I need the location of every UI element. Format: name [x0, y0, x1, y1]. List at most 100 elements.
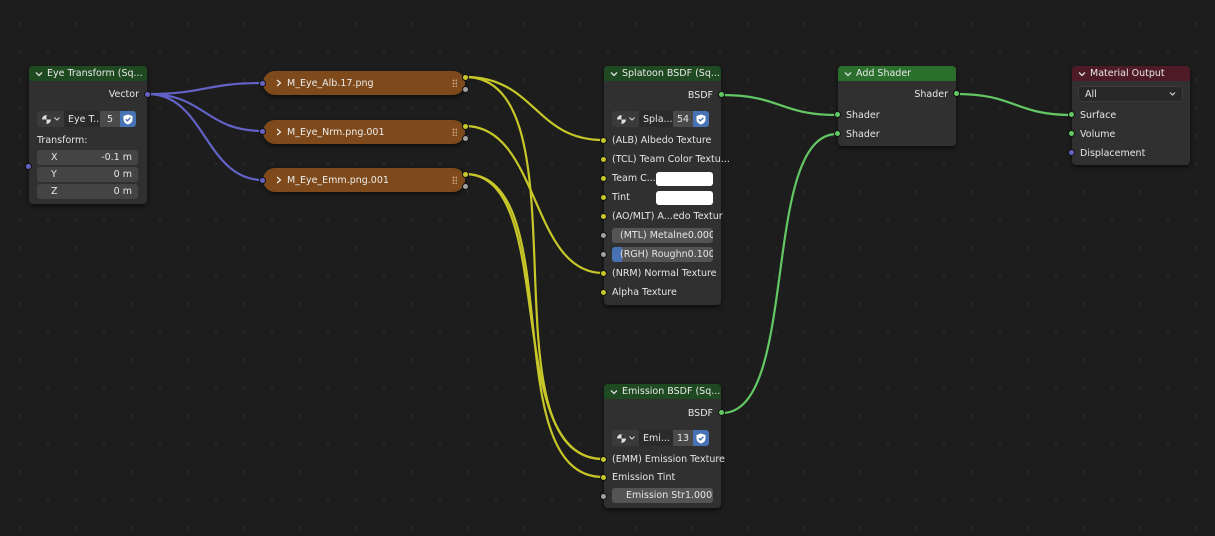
- fake-user-shield-icon[interactable]: [120, 111, 136, 127]
- emm-vector-in-socket[interactable]: [259, 177, 266, 184]
- chevron-right-icon[interactable]: [275, 128, 282, 136]
- volume-input-row: Volume: [1072, 126, 1190, 142]
- add-shader-in2-socket[interactable]: [834, 130, 841, 137]
- image-node-emm[interactable]: M_Eye_Emm.png.001: [263, 168, 465, 192]
- roughness-in-socket[interactable]: [600, 251, 607, 258]
- add-shader-out-socket[interactable]: [953, 90, 960, 97]
- alb-color-out-socket[interactable]: [462, 74, 469, 81]
- target-select[interactable]: All: [1078, 86, 1183, 102]
- link-emission-add: [721, 132, 838, 415]
- displacement-in-socket[interactable]: [1068, 149, 1075, 156]
- input-team-color-label: (TCL) Team Color Textu...: [612, 153, 730, 165]
- image-node-nrm-label: M_Eye_Nrm.png.001: [287, 126, 385, 138]
- emm-color-out-socket[interactable]: [462, 171, 469, 178]
- metalness-in-socket[interactable]: [600, 232, 607, 239]
- tint-in-socket[interactable]: [600, 194, 607, 201]
- node-tree-browse-icon[interactable]: [37, 111, 64, 127]
- datablock-users[interactable]: 13: [673, 430, 693, 446]
- eye-transform-header[interactable]: Eye Transform (Sq...: [29, 66, 147, 81]
- albedo-in-socket[interactable]: [600, 137, 607, 144]
- nrm-color-out-socket[interactable]: [462, 123, 469, 130]
- eye-transform-input-socket[interactable]: [25, 163, 32, 170]
- tint-color-swatch[interactable]: [656, 191, 713, 205]
- metalness-field[interactable]: (MTL) Metalne 0.000: [612, 228, 713, 243]
- alpha-in-socket[interactable]: [600, 289, 607, 296]
- material-output-node[interactable]: Material Output All Surface Volume Displ…: [1072, 66, 1190, 165]
- fake-user-shield-icon[interactable]: [693, 430, 709, 446]
- vector-output-label: Vector: [108, 88, 139, 100]
- emission-tint-in-socket[interactable]: [600, 474, 607, 481]
- alb-vector-in-socket[interactable]: [259, 80, 266, 87]
- datablock-name[interactable]: Spla...: [639, 111, 673, 127]
- chevron-down-icon[interactable]: [610, 388, 618, 396]
- splatoon-bsdf-title: Splatoon BSDF (Sq...: [622, 68, 720, 79]
- input-ao-mlt: (AO/MLT) A...edo Textur: [604, 208, 723, 224]
- image-node-alb[interactable]: M_Eye_Alb.17.png: [263, 71, 465, 95]
- nrm-vector-in-socket[interactable]: [259, 128, 266, 135]
- chevron-right-icon[interactable]: [275, 176, 282, 184]
- add-shader-in1-socket[interactable]: [834, 111, 841, 118]
- alb-alpha-out-socket[interactable]: [462, 86, 469, 93]
- emission-bsdf-node[interactable]: Emission BSDF (Sq... BSDF Emi... 13 (EMM…: [604, 384, 725, 508]
- volume-in-socket[interactable]: [1068, 130, 1075, 137]
- fake-user-shield-icon[interactable]: [693, 111, 709, 127]
- bsdf-output-label: BSDF: [687, 89, 713, 101]
- vector-output-socket[interactable]: [144, 91, 151, 98]
- image-node-nrm[interactable]: M_Eye_Nrm.png.001: [263, 120, 465, 144]
- add-shader-input1-label: Shader: [846, 109, 880, 121]
- link-nrm-normal: [464, 124, 604, 275]
- input-tint-label: Tint: [612, 191, 630, 203]
- eye-transform-vector-output: Vector: [29, 86, 147, 102]
- nrm-alpha-out-socket[interactable]: [462, 135, 469, 142]
- chevron-down-icon[interactable]: [35, 70, 43, 78]
- datablock-name[interactable]: Eye T...: [64, 111, 100, 127]
- link-emm-emission-tint: [464, 172, 604, 479]
- input-albedo-label: (ALB) Albedo Texture: [612, 134, 712, 146]
- team-color-in-socket[interactable]: [600, 156, 607, 163]
- splatoon-bsdf-node[interactable]: Splatoon BSDF (Sq... BSDF Spla... 54 (AL…: [604, 66, 730, 305]
- emission-bsdf-out-socket[interactable]: [718, 409, 725, 416]
- add-shader-node[interactable]: Add Shader Shader Shader Shader: [838, 66, 956, 146]
- chevron-right-icon[interactable]: [275, 79, 282, 87]
- team-color-swatch[interactable]: [656, 172, 713, 186]
- link-splatoon-add: [721, 93, 838, 117]
- emission-datablock[interactable]: Emi... 13: [612, 430, 709, 446]
- input-emission-texture: (EMM) Emission Texture: [604, 451, 725, 467]
- link-alb-emission-tex: [464, 75, 604, 461]
- roughness-field[interactable]: (RGH) Roughn 0.100: [612, 247, 713, 262]
- material-output-header[interactable]: Material Output: [1072, 66, 1190, 81]
- datablock-users[interactable]: 54: [673, 111, 693, 127]
- splatoon-bsdf-out-socket[interactable]: [718, 91, 725, 98]
- team-c-in-socket[interactable]: [600, 175, 607, 182]
- emm-alpha-out-socket[interactable]: [462, 183, 469, 190]
- transform-z-field[interactable]: Z 0 m: [37, 184, 138, 199]
- node-tree-browse-icon[interactable]: [612, 430, 639, 446]
- surface-in-socket[interactable]: [1068, 111, 1075, 118]
- emission-strength-label: Emission Str: [626, 490, 685, 501]
- datablock-name[interactable]: Emi...: [639, 430, 673, 446]
- eye-transform-node[interactable]: Eye Transform (Sq... Vector Eye T... 5 T…: [29, 66, 151, 204]
- input-team-c-label: Team C...: [612, 172, 656, 184]
- chevron-down-icon[interactable]: [610, 70, 618, 78]
- add-shader-output-label: Shader: [914, 88, 948, 100]
- y-value: 0 m: [113, 169, 132, 180]
- link-vector-nrm: [147, 92, 264, 133]
- emission-strength-in-socket[interactable]: [600, 493, 607, 500]
- emission-bsdf-header[interactable]: Emission BSDF (Sq...: [604, 384, 721, 399]
- eye-transform-datablock[interactable]: Eye T... 5: [37, 111, 136, 127]
- chevron-down-icon[interactable]: [1078, 70, 1086, 78]
- node-tree-browse-icon[interactable]: [612, 111, 639, 127]
- emission-texture-in-socket[interactable]: [600, 456, 607, 463]
- chevron-down-icon[interactable]: [844, 70, 852, 78]
- splatoon-datablock[interactable]: Spla... 54: [612, 111, 709, 127]
- transform-x-field[interactable]: X -0.1 m: [37, 150, 138, 165]
- transform-y-field[interactable]: Y 0 m: [37, 167, 138, 182]
- splatoon-bsdf-header[interactable]: Splatoon BSDF (Sq...: [604, 66, 721, 81]
- normal-in-socket[interactable]: [600, 270, 607, 277]
- link-alb-albedo: [464, 75, 604, 142]
- ao-mlt-in-socket[interactable]: [600, 213, 607, 220]
- emission-strength-field[interactable]: Emission Str 1.000: [612, 488, 713, 503]
- add-shader-header[interactable]: Add Shader: [838, 66, 956, 81]
- datablock-users[interactable]: 5: [100, 111, 120, 127]
- input-normal-label: (NRM) Normal Texture: [612, 267, 717, 279]
